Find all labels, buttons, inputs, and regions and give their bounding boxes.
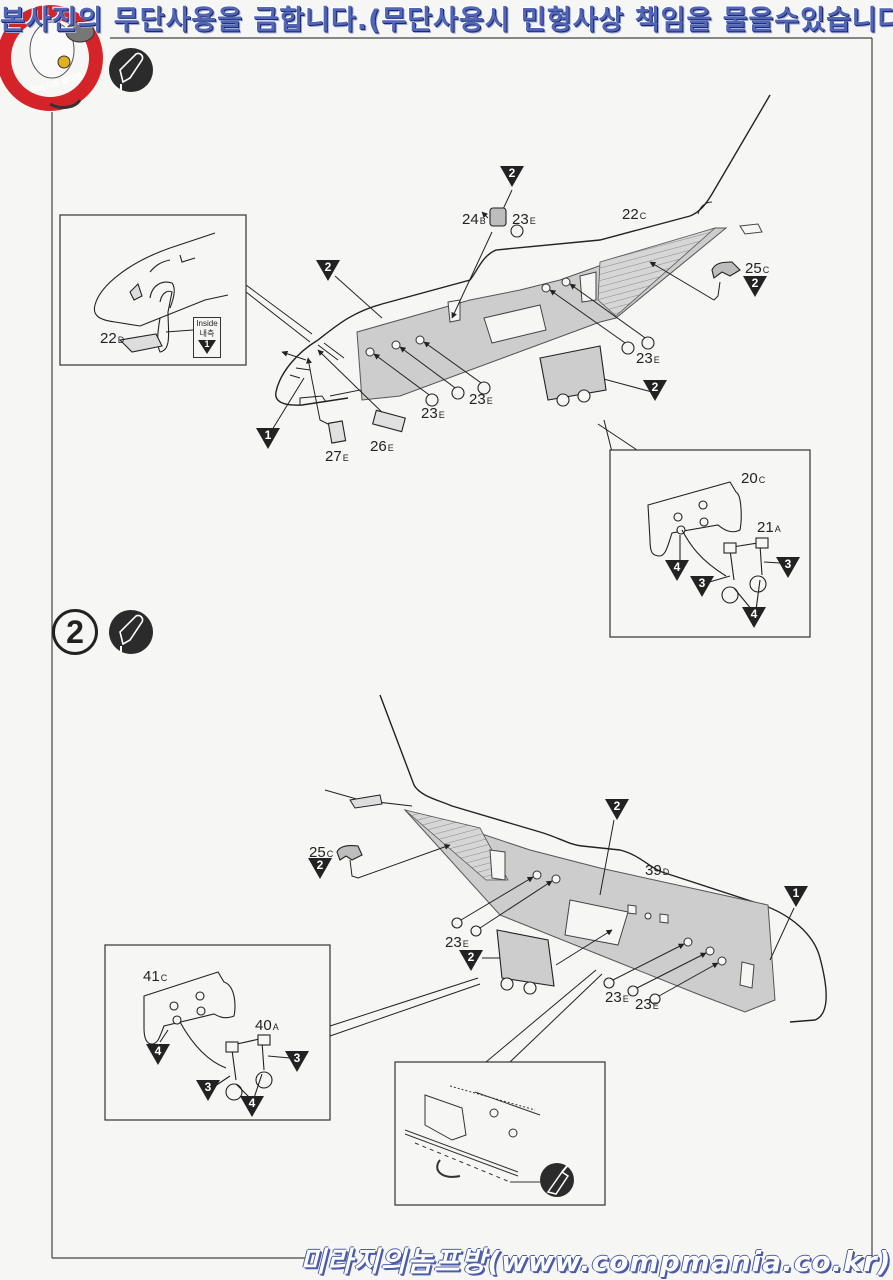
part-label: 40A xyxy=(255,1017,279,1034)
step1-leader-lines xyxy=(245,189,721,453)
part-label: 22D xyxy=(100,330,125,347)
part-label: 27E xyxy=(325,448,349,465)
part-label: 21A xyxy=(757,519,781,536)
part-label: 24B xyxy=(462,211,486,228)
step-marker: 1 xyxy=(198,340,216,354)
step1-hatched-section xyxy=(597,227,716,317)
step2-inset-gear-drawing xyxy=(143,971,291,1101)
inside-label-ko: 내측 xyxy=(199,329,215,338)
step1-inset-nose-drawing xyxy=(93,232,229,353)
step2-loose-parts xyxy=(336,844,661,1005)
site-watermark-footer: 미라지의놈프방(www.compmania.co.kr) xyxy=(300,1245,892,1278)
step1-loose-parts xyxy=(327,207,741,444)
part-label: 23E xyxy=(469,391,493,408)
part-label: 41C xyxy=(143,968,168,985)
copyright-warning-banner: 본사진의 무단사용을 금합니다.(무단사용시 민형사상 책임을 물을수있습니다.… xyxy=(0,5,893,36)
step2-leader-lines xyxy=(329,819,795,1063)
inside-note: Inside 내측 1 xyxy=(193,317,221,358)
hobby-knife-icon xyxy=(540,1163,574,1197)
step1-glue-bottle-icon xyxy=(109,48,153,92)
part-label: 23E xyxy=(635,996,659,1013)
part-label: 25C xyxy=(745,260,770,277)
part-label: 23E xyxy=(605,989,629,1006)
part-label: 26E xyxy=(370,438,394,455)
part-label: 23E xyxy=(445,934,469,951)
step-number: 2 xyxy=(52,609,98,655)
part-label: 25C xyxy=(309,844,334,861)
step1-inset-gear-drawing xyxy=(647,481,781,611)
step2-inset-cut-drawing xyxy=(404,1085,541,1183)
step1-mount-holes xyxy=(365,277,571,357)
part-label: 39D xyxy=(645,862,670,879)
step2-inset-gear-frame xyxy=(104,944,331,1121)
step2-fuselage xyxy=(324,694,827,1023)
step2-mount-holes xyxy=(532,870,727,966)
part-label: 22C xyxy=(622,206,647,223)
inside-label-en: Inside xyxy=(196,319,218,328)
site-logo xyxy=(0,5,103,111)
step1-inset-gear-frame xyxy=(609,449,811,638)
part-label: 23E xyxy=(512,211,536,228)
step2-glue-bottle-icon xyxy=(109,610,153,654)
part-label: 23E xyxy=(636,350,660,367)
page-frame xyxy=(51,37,873,1259)
part-label: 23E xyxy=(421,405,445,422)
part-label: 20C xyxy=(741,470,766,487)
step2-hatched-section xyxy=(404,809,509,881)
